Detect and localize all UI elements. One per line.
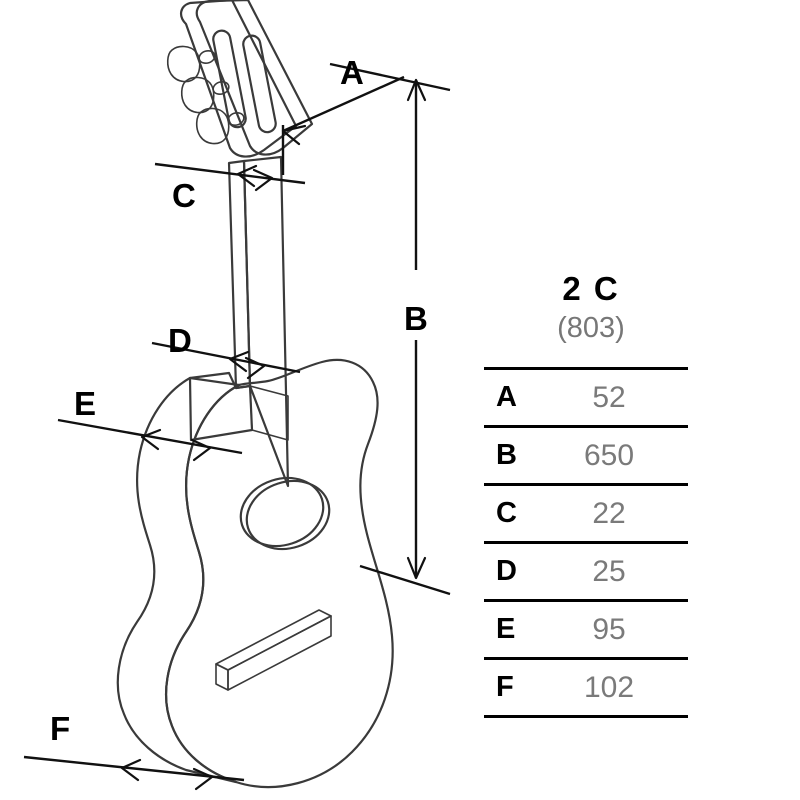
dimension-label-e: E bbox=[74, 385, 97, 422]
dimension-label-f: F bbox=[50, 710, 71, 747]
soundhole-opening bbox=[239, 476, 325, 548]
spec-subtitle: (803) bbox=[557, 311, 625, 344]
bridge-side-face bbox=[227, 615, 332, 691]
soundhole bbox=[239, 476, 331, 551]
spec-value-a: 52 bbox=[558, 367, 688, 429]
dimension-line-f bbox=[23, 755, 245, 791]
spec-key-d: D bbox=[484, 541, 558, 603]
specification-table: A 52 B 650 C 22 D 25 E 95 bbox=[484, 367, 688, 719]
neck-face bbox=[242, 155, 290, 488]
bridge bbox=[215, 609, 332, 691]
headstock-slot-right bbox=[242, 34, 277, 134]
body-face bbox=[165, 358, 394, 789]
spec-value-c: 22 bbox=[558, 483, 688, 545]
spec-title: 2 C bbox=[562, 270, 620, 307]
dimension-label-d: D bbox=[168, 322, 192, 359]
spec-value-e: 95 bbox=[558, 599, 688, 661]
headstock-face bbox=[195, 0, 314, 156]
tuning-peg-3 bbox=[195, 107, 245, 145]
specification-panel: 2 C (803) A 52 B 650 C 22 D 25 bbox=[484, 270, 698, 719]
spec-key-e: E bbox=[484, 599, 558, 661]
spec-key-b: B bbox=[484, 425, 558, 487]
heel-face bbox=[249, 385, 289, 441]
spec-key-f: F bbox=[484, 657, 558, 719]
dimension-label-b: B bbox=[404, 300, 428, 337]
spec-key-c: C bbox=[484, 483, 558, 545]
guitar-neck bbox=[188, 155, 290, 488]
dimension-line-e bbox=[57, 418, 243, 462]
table-row: D 25 bbox=[484, 541, 688, 603]
body-edge-highlight bbox=[366, 533, 393, 637]
headstock-slot-left bbox=[212, 29, 247, 129]
table-row: C 22 bbox=[484, 483, 688, 545]
table-row: B 650 bbox=[484, 425, 688, 487]
dimension-line-d bbox=[151, 341, 301, 380]
dimension-line-a bbox=[281, 75, 405, 175]
specification-table-body: A 52 B 650 C 22 D 25 E 95 bbox=[484, 367, 688, 719]
spec-value-b: 650 bbox=[558, 425, 688, 487]
dimension-line-b bbox=[329, 62, 451, 596]
spec-value-d: 25 bbox=[558, 541, 688, 603]
guitar-body bbox=[116, 358, 394, 789]
table-row: F 102 bbox=[484, 657, 688, 719]
dimension-line-c bbox=[154, 162, 306, 192]
table-row: E 95 bbox=[484, 599, 688, 661]
table-row: A 52 bbox=[484, 367, 688, 429]
spec-key-a: A bbox=[484, 367, 558, 429]
dimension-label-a: A bbox=[340, 54, 364, 91]
dimension-label-c: C bbox=[172, 177, 196, 214]
spec-value-f: 102 bbox=[558, 657, 688, 719]
soundhole-depth-ring bbox=[245, 479, 331, 551]
